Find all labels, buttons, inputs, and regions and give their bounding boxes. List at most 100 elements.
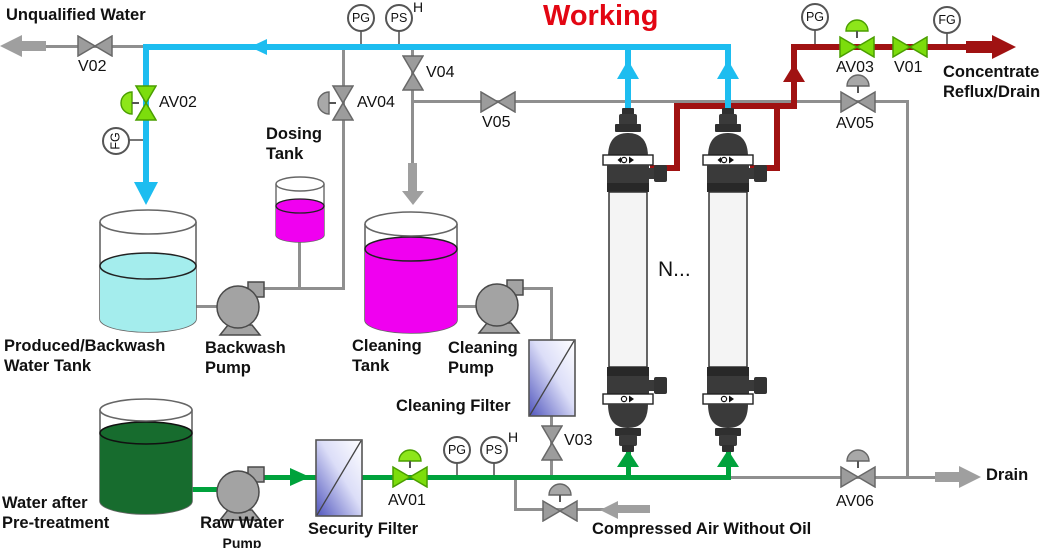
backwash-pump[interactable] [214, 279, 266, 337]
pipe-cleaning-filter-in [550, 287, 553, 342]
valve-av01[interactable] [392, 446, 428, 488]
label-compressed-air: Compressed Air Without Oil [592, 520, 812, 538]
flow-gauge-concentrate: FG [933, 6, 961, 34]
pressure-gauge-concentrate: PG [801, 3, 829, 31]
air-arrow-icon [600, 501, 618, 519]
uf-membrane-module-1 [596, 108, 672, 453]
fg-right-stem [946, 33, 948, 45]
air-arrow-shaft [617, 505, 650, 513]
flow-gauge-backwash: FG [102, 127, 130, 155]
pipe-backwash-riser [342, 47, 345, 290]
label-drain-outlet: Drain [986, 466, 1029, 484]
pipe-raw-suction [190, 487, 222, 492]
feed-mem1-arrow-icon [617, 450, 639, 467]
dosing-tank [274, 176, 326, 244]
valve-v04[interactable] [402, 55, 424, 91]
pipe-permeate-header [144, 44, 731, 50]
pg-bottom-stem [456, 463, 458, 477]
label-av03: AV03 [836, 59, 874, 76]
fg-left-stem [129, 139, 146, 141]
valve-v03[interactable] [541, 425, 563, 461]
label-v01: V01 [894, 59, 923, 76]
status-working: Working [543, 0, 659, 32]
pressure-gauge-top: PG [347, 4, 375, 32]
pg-top-stem [360, 31, 362, 47]
concentrate-arrow-icon [992, 35, 1016, 59]
raw-water-tank [98, 398, 194, 516]
valve-v02[interactable] [77, 35, 113, 57]
pipe-permeate-mem1 [625, 50, 631, 112]
security-filter [315, 439, 363, 517]
label-cleaning-filter: Cleaning Filter [396, 397, 511, 415]
label-v04: V04 [426, 64, 455, 81]
valve-compressed-air[interactable] [542, 480, 578, 522]
cleaning-tank [363, 211, 459, 335]
label-av04: AV04 [357, 94, 395, 111]
unqualified-arrow-shaft [20, 41, 46, 51]
raw-water-pump[interactable] [214, 464, 266, 522]
valve-av05[interactable] [840, 71, 876, 113]
permeate-left-arrow-icon [250, 39, 267, 55]
produced-water-tank [98, 208, 198, 334]
uf-membrane-module-2 [696, 108, 772, 453]
drain-arrow-icon [959, 466, 981, 488]
label-av05: AV05 [836, 115, 874, 132]
ps-bottom-high-suffix: H [508, 429, 519, 445]
unqualified-arrow-icon [0, 35, 22, 57]
drain-arrow-shaft [935, 472, 961, 482]
pipe-cleaning-outlet [508, 287, 553, 290]
feed-mem2-arrow-icon [717, 450, 739, 467]
label-cleaning-pump: Cleaning Pump [448, 339, 518, 378]
label-v03: V03 [564, 432, 593, 449]
label-unqualified-water: Unqualified Water [6, 6, 146, 24]
ps-bottom-stem [493, 463, 495, 477]
valve-av02[interactable] [117, 85, 157, 121]
pipe-feed-main [256, 475, 731, 480]
label-membrane-count: N... [658, 258, 691, 281]
valve-av06[interactable] [840, 446, 876, 488]
label-av06: AV06 [836, 493, 874, 510]
pipe-drain [731, 476, 939, 479]
pressure-switch-feed: PS [480, 436, 508, 464]
pg-right-stem [814, 30, 816, 45]
label-av01: AV01 [388, 492, 426, 509]
pipe-concentrate-v2 [774, 106, 780, 171]
valve-v01[interactable] [892, 36, 928, 58]
pipe-concentrate-out [791, 44, 968, 50]
label-produced-water-tank: Produced/Backwash Water Tank [4, 337, 166, 376]
permeate-mem1-arrow-icon [617, 60, 639, 79]
pipe-permeate-mem2 [725, 50, 731, 112]
cleaning-pump[interactable] [473, 277, 525, 335]
pipe-v04-drop [411, 47, 414, 167]
cleaning-filter [528, 339, 576, 417]
label-backwash-pump: Backwash Pump [205, 339, 286, 378]
valve-v05[interactable] [480, 91, 516, 113]
pipe-concentrate-header [674, 103, 797, 109]
valve-av04[interactable] [314, 85, 354, 121]
ps-top-high-suffix: H [413, 0, 424, 15]
pipe-air [514, 508, 606, 511]
cleaning-fill-arrow-shaft [408, 163, 417, 193]
label-raw-water-tank: Water after Pre-treatment [2, 494, 110, 533]
label-v05: V05 [482, 114, 511, 131]
valve-av03[interactable] [839, 16, 875, 58]
label-security-filter: Security Filter [308, 520, 419, 538]
pipe-air-drop [514, 478, 517, 511]
pipe-concentrate-v1 [674, 106, 680, 171]
pipe-produced-suction [192, 305, 222, 308]
pipe-dosing-drop [298, 240, 301, 290]
label-av02: AV02 [159, 94, 197, 111]
label-v02: V02 [78, 58, 107, 75]
concentrate-up-arrow-icon [783, 64, 805, 82]
ps-top-stem [398, 31, 400, 47]
label-dosing-tank: Dosing Tank [266, 125, 322, 164]
label-concentrate-outlet: Concentrate Reflux/Drain [943, 63, 1041, 102]
label-cleaning-tank: Cleaning Tank [352, 337, 422, 376]
permeate-tank-arrow-icon [134, 182, 158, 205]
pressure-gauge-feed: PG [443, 436, 471, 464]
pressure-switch-top: PS [385, 4, 413, 32]
feed-arrow-icon [290, 468, 310, 486]
permeate-mem2-arrow-icon [717, 60, 739, 79]
